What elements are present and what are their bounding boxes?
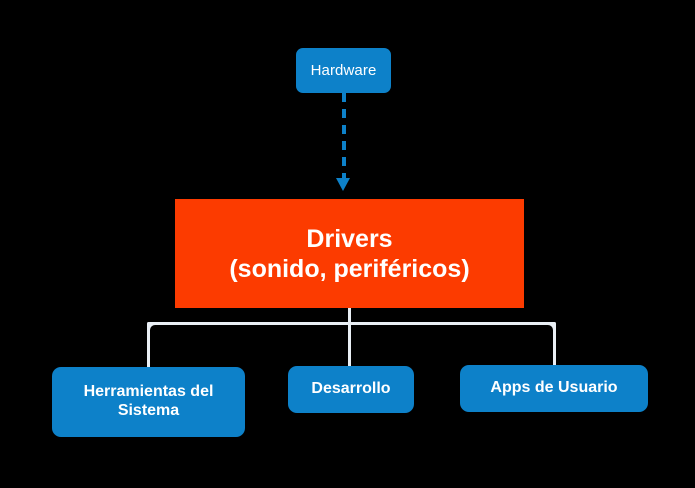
node-desarrollo[interactable]: Desarrollo — [288, 366, 414, 413]
node-drivers-label-line2: (sonido, periféricos) — [229, 254, 470, 283]
node-herramientas-del-sistema[interactable]: Herramientas del Sistema — [52, 367, 245, 437]
node-drivers-label-line1: Drivers — [306, 225, 393, 253]
connector-drop-development — [348, 324, 351, 367]
node-hardware-label: Hardware — [310, 61, 377, 79]
connector-drop-user-apps — [553, 324, 556, 366]
node-development-label: Desarrollo — [311, 380, 391, 398]
arrowhead-down-icon — [336, 178, 350, 191]
connector-drop-tools — [147, 324, 150, 368]
node-tools-label-line2: Sistema — [117, 402, 180, 419]
node-apps-de-usuario[interactable]: Apps de Usuario — [460, 365, 648, 412]
connector-hardware-to-drivers — [342, 93, 346, 178]
node-drivers[interactable]: Drivers (sonido, periféricos) — [175, 199, 524, 308]
node-user-apps-label: Apps de Usuario — [490, 379, 618, 397]
connector-children-bus — [147, 322, 556, 325]
node-hardware[interactable]: Hardware — [296, 48, 391, 93]
connector-drivers-stem — [348, 308, 351, 324]
node-tools-label-line1: Herramientas del — [83, 383, 214, 401]
